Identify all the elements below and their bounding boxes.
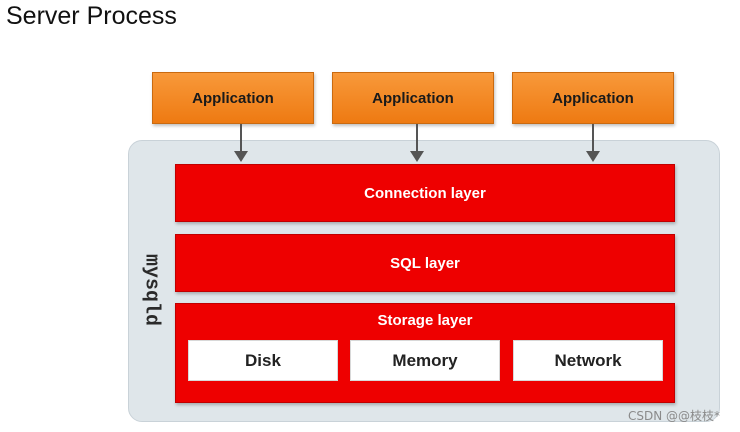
connection-layer: Connection layer [175, 164, 675, 222]
arrow-down-icon [410, 124, 424, 162]
application-box-1: Application [152, 72, 314, 124]
storage-item-disk: Disk [188, 340, 338, 381]
storage-item-network: Network [513, 340, 663, 381]
connection-layer-label: Connection layer [364, 185, 486, 202]
mysqld-label: mysqld [139, 253, 163, 327]
sql-layer-label: SQL layer [390, 255, 460, 272]
application-box-2: Application [332, 72, 494, 124]
sql-layer: SQL layer [175, 234, 675, 292]
storage-item-memory: Memory [350, 340, 500, 381]
page-title: Server Process [6, 2, 177, 30]
storage-layer-label: Storage layer [377, 312, 473, 329]
storage-layer: Storage layer Disk Memory Network [175, 303, 675, 403]
watermark: CSDN @@枝枝* [628, 409, 721, 423]
arrow-down-icon [586, 124, 600, 162]
application-box-3: Application [512, 72, 674, 124]
arrow-down-icon [234, 124, 248, 162]
